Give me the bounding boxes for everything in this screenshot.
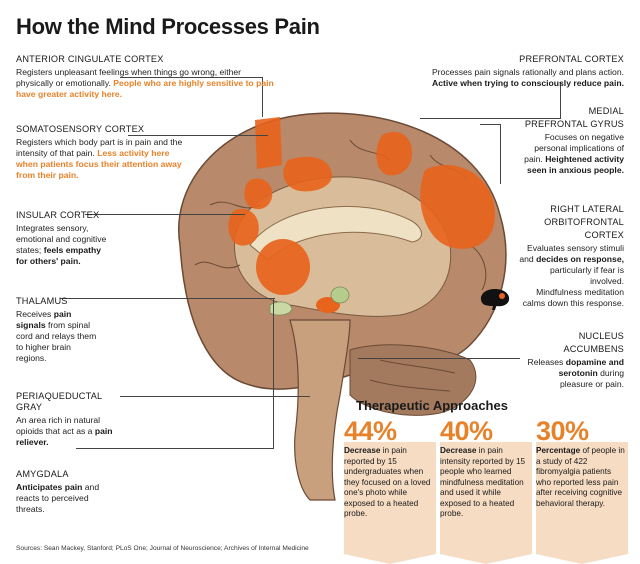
region-pag: PERIAQUEDUCTAL GRAY An area rich in natu… <box>16 391 116 448</box>
leader-medial <box>480 124 500 125</box>
leader-acc <box>120 77 263 78</box>
region-orbito: RIGHT LATERAL ORBITOFRONTAL CORTEX Evalu… <box>518 204 624 309</box>
region-amygdala: AMYGDALA Anticipates pain and reacts to … <box>16 469 116 515</box>
orbito-text-2: particularly if fear is involved. <box>549 265 624 286</box>
amygdala-bold-text: Anticipates pain <box>16 482 83 492</box>
stat-description: in pain reported by 15 undergraduates wh… <box>344 446 431 518</box>
stat-number: 30% <box>536 416 589 446</box>
somato-text: Registers which body part is in pain and… <box>16 137 183 158</box>
nucleus-highlight <box>330 286 350 304</box>
sources-footnote: Sources: Sean Mackey, Stanford; PLoS One… <box>16 545 309 552</box>
leader-medial-v <box>500 124 501 184</box>
corpus-callosum <box>249 205 422 261</box>
thalamus-text-2: from spinal cord and relays them to high… <box>16 320 97 363</box>
stat-text: Decrease in pain reported by 15 undergra… <box>344 446 436 520</box>
leader-amygdala <box>76 448 274 449</box>
down-arrow-icon <box>440 554 532 564</box>
prefrontal-text: Processes pain signals rationally and pl… <box>431 67 624 77</box>
leader-acc-v <box>262 77 263 117</box>
orbito-text-1: Evaluates sensory stimuli and <box>519 243 624 264</box>
medial-text: Focuses on negative personal implication… <box>524 132 624 164</box>
medial-prefrontal-highlight <box>420 165 495 249</box>
stat-bold: Decrease <box>440 446 477 455</box>
orbito-heading-2: ORBITOFRONTAL <box>544 217 624 227</box>
insular-bold-text: feels empathy for others' pain. <box>16 245 102 266</box>
prefrontal-heading: PREFRONTAL CORTEX <box>519 54 624 64</box>
stat-description: of people in a study of 422 fibromyalgia… <box>536 446 625 508</box>
thalamus-highlight <box>256 239 310 295</box>
insular-highlight <box>244 178 273 210</box>
thalamus-heading: THALAMUS <box>16 296 68 306</box>
region-medial: MEDIAL PREFRONTAL GYRUS Focuses on negat… <box>524 106 624 176</box>
brain-illustration <box>178 112 507 501</box>
stat-text: Decrease in pain intensity reported by 1… <box>440 446 532 520</box>
leader-prefrontal <box>420 118 561 119</box>
nucleus-text-1: Releases <box>527 357 564 367</box>
somato-heading: SOMATOSENSORY CORTEX <box>16 124 145 134</box>
nucleus-heading-2: ACCUMBENS <box>563 344 624 354</box>
region-thalamus: THALAMUS Receives pain signals from spin… <box>16 296 102 364</box>
stat-number: 44% <box>344 416 397 446</box>
insular-text: Integrates sensory, emotional and cognit… <box>16 223 107 255</box>
insular-lower-highlight <box>228 208 259 246</box>
pag-heading: PERIAQUEDUCTAL GRAY <box>16 391 103 412</box>
stat-number: 40% <box>440 416 493 446</box>
stat-panel <box>536 442 628 554</box>
stat-bold: Percentage <box>536 446 581 455</box>
orbito-text-3: Mindfulness meditation calms down this r… <box>522 287 624 308</box>
leader-insular <box>85 214 245 215</box>
medial-heading-1: MEDIAL <box>588 106 624 116</box>
somatosensory-highlight <box>283 156 332 192</box>
stat-bold: Decrease <box>344 446 381 455</box>
orbito-heading-3: CORTEX <box>584 230 624 240</box>
stat-description: in pain intensity reported by 15 people … <box>440 446 526 518</box>
cerebellum <box>349 344 477 416</box>
leader-pag <box>120 396 310 397</box>
leader-prefrontal-v <box>560 82 561 118</box>
pag-text: An area rich in natural opioids that act… <box>16 415 101 436</box>
small-brain-icon <box>480 289 510 310</box>
amygdala-heading: AMYGDALA <box>16 469 69 479</box>
medial-bold-text: Heightened activity seen in anxious peop… <box>527 154 624 175</box>
prefrontal-bold-text: Active when trying to consciously reduce… <box>432 78 624 88</box>
leader-thalamus <box>60 298 275 299</box>
nucleus-bold-text: dopamine and serotonin <box>558 357 624 378</box>
orbito-heading-1: RIGHT LATERAL <box>550 204 624 214</box>
somato-highlight-text: Less activity here when patients focus t… <box>16 148 182 180</box>
medial-heading-2: PREFRONTAL GYRUS <box>524 119 624 129</box>
region-somato: SOMATOSENSORY CORTEX Registers which bod… <box>16 124 186 181</box>
acc-highlight <box>255 117 282 169</box>
thalamus-text-1: Receives <box>16 309 52 319</box>
thalamus-bold-text: pain signals <box>16 309 72 330</box>
region-acc: ANTERIOR CINGULATE CORTEX Registers unpl… <box>16 54 276 100</box>
pag-bold-text: pain reliever. <box>16 426 113 447</box>
acc-highlight-text: People who are highly sensitive to pain … <box>16 78 274 99</box>
leader-nucleus <box>358 358 520 359</box>
stat-panel <box>440 442 532 554</box>
region-prefrontal: PREFRONTAL CORTEX Processes pain signals… <box>416 54 624 89</box>
leader-amygdala-v <box>273 298 274 448</box>
therapeutic-title: Therapeutic Approaches <box>356 398 508 413</box>
nucleus-text-2: during pleasure or pain. <box>559 368 624 389</box>
stat-text: Percentage of people in a study of 422 f… <box>536 446 628 509</box>
insular-heading: INSULAR CORTEX <box>16 210 100 220</box>
acc-text: Registers unpleasant feelings when thing… <box>16 67 242 88</box>
stat-panel <box>344 442 436 554</box>
region-nucleus: NUCLEUS ACCUMBENS Releases dopamine and … <box>524 331 624 390</box>
down-arrow-icon <box>344 554 436 564</box>
region-insular: INSULAR CORTEX Integrates sensory, emoti… <box>16 210 108 267</box>
acc-heading: ANTERIOR CINGULATE CORTEX <box>16 54 164 64</box>
page-title: How the Mind Processes Pain <box>16 14 320 39</box>
amygdala-text: and reacts to perceived threats. <box>16 482 100 514</box>
amygdala-highlight <box>269 301 293 316</box>
down-arrow-icon <box>536 554 628 564</box>
orbito-bold-text: decides on response, <box>536 254 624 264</box>
prefrontal-highlight <box>376 131 412 176</box>
leader-somato <box>128 135 268 136</box>
brainstem <box>289 319 351 501</box>
nucleus-heading-1: NUCLEUS <box>578 331 624 341</box>
